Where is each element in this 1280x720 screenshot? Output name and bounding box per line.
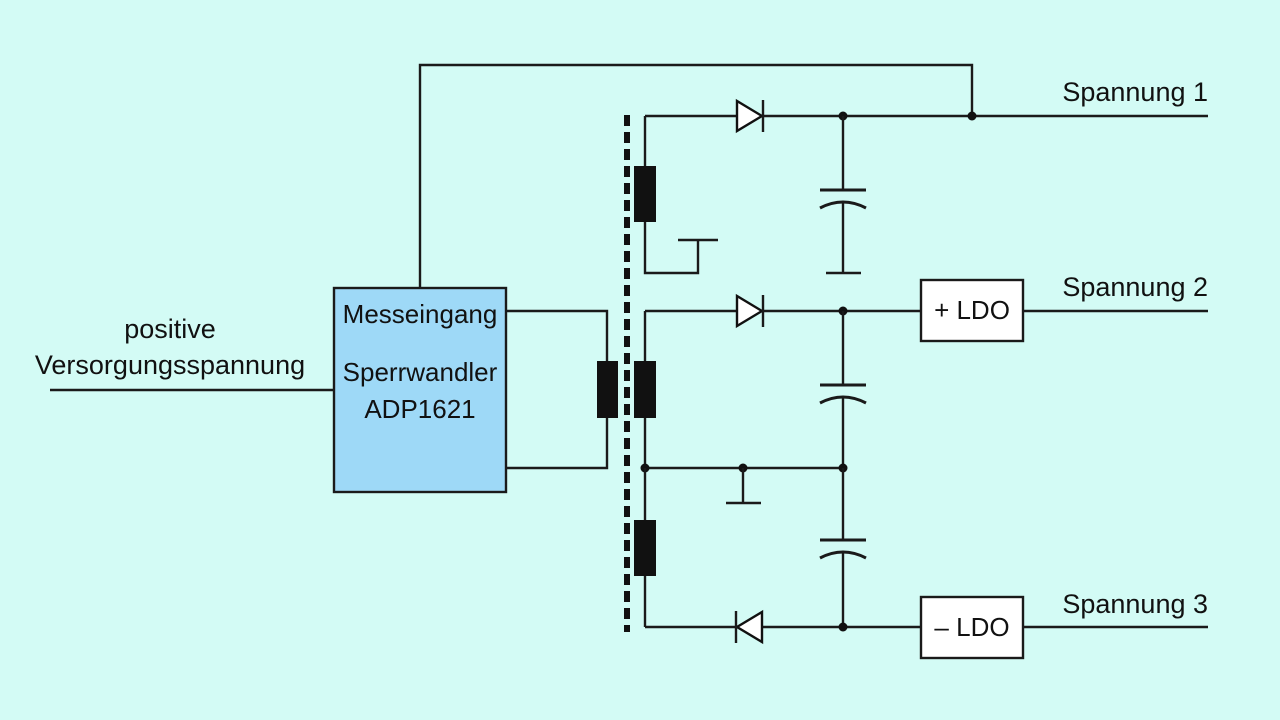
output-label-spannung-3: Spannung 3 — [1062, 589, 1208, 619]
secondary-winding-2 — [634, 361, 656, 418]
controller-label-sperrwandler: Sperrwandler — [343, 357, 498, 387]
ldo-positive-label: + LDO — [934, 295, 1010, 325]
input-label-line2: Versorgungsspannung — [35, 350, 305, 380]
junction-dot — [838, 622, 848, 632]
primary-winding-wire — [506, 309, 609, 470]
diode-1 — [735, 98, 765, 134]
controller-ic-box — [332, 286, 508, 494]
ldo-positive-box — [919, 278, 1025, 343]
primary-winding — [597, 361, 618, 418]
diode-2 — [735, 293, 765, 329]
controller-label-messeingang: Messeingang — [343, 299, 498, 329]
output-label-spannung-1: Spannung 1 — [1062, 77, 1208, 107]
ldo-negative-label: – LDO — [934, 612, 1009, 642]
input-label-line1: positive — [124, 314, 216, 344]
diode-3 — [734, 609, 764, 645]
feedback-wire — [418, 63, 974, 288]
output-label-spannung-2: Spannung 2 — [1062, 272, 1208, 302]
junction-dot — [967, 111, 977, 121]
secondary-winding-1 — [634, 166, 656, 222]
secondary-winding-3 — [634, 520, 656, 576]
controller-label-part-number: ADP1621 — [364, 394, 475, 424]
